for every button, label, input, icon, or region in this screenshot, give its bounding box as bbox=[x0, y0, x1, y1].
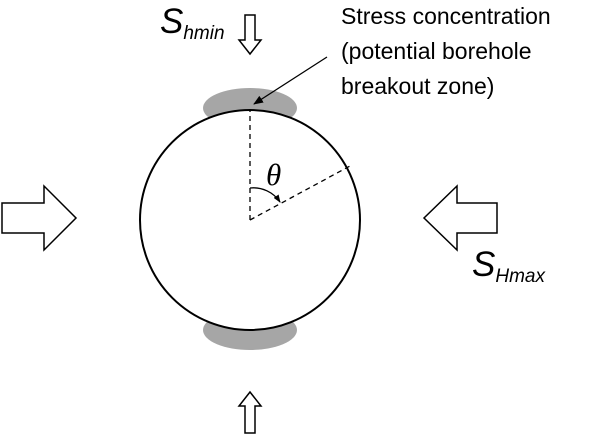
annotation-line-3: breakout zone) bbox=[341, 73, 494, 99]
annotation-line-2: (potential borehole bbox=[341, 38, 532, 64]
annotation-line-1: Stress concentration bbox=[341, 3, 551, 29]
shmax-label-sub: Hmax bbox=[495, 266, 546, 287]
shmax-arrow-left bbox=[1, 184, 78, 252]
shmax-label: SHmax bbox=[472, 245, 546, 287]
annotation-pointer-arrow bbox=[253, 56, 328, 105]
shmin-arrow-top bbox=[237, 14, 263, 56]
theta-angle-arc bbox=[249, 187, 281, 203]
theta-label: θ bbox=[266, 157, 281, 192]
shmin-label-main: S bbox=[160, 2, 183, 41]
shmin-label-sub: hmin bbox=[183, 23, 224, 44]
shmax-arrow-right bbox=[422, 184, 498, 252]
shmin-arrow-bottom bbox=[237, 390, 263, 434]
angled-reference-line bbox=[249, 165, 351, 221]
shmin-label: Shmin bbox=[160, 2, 225, 44]
shmax-label-main: S bbox=[472, 245, 495, 284]
